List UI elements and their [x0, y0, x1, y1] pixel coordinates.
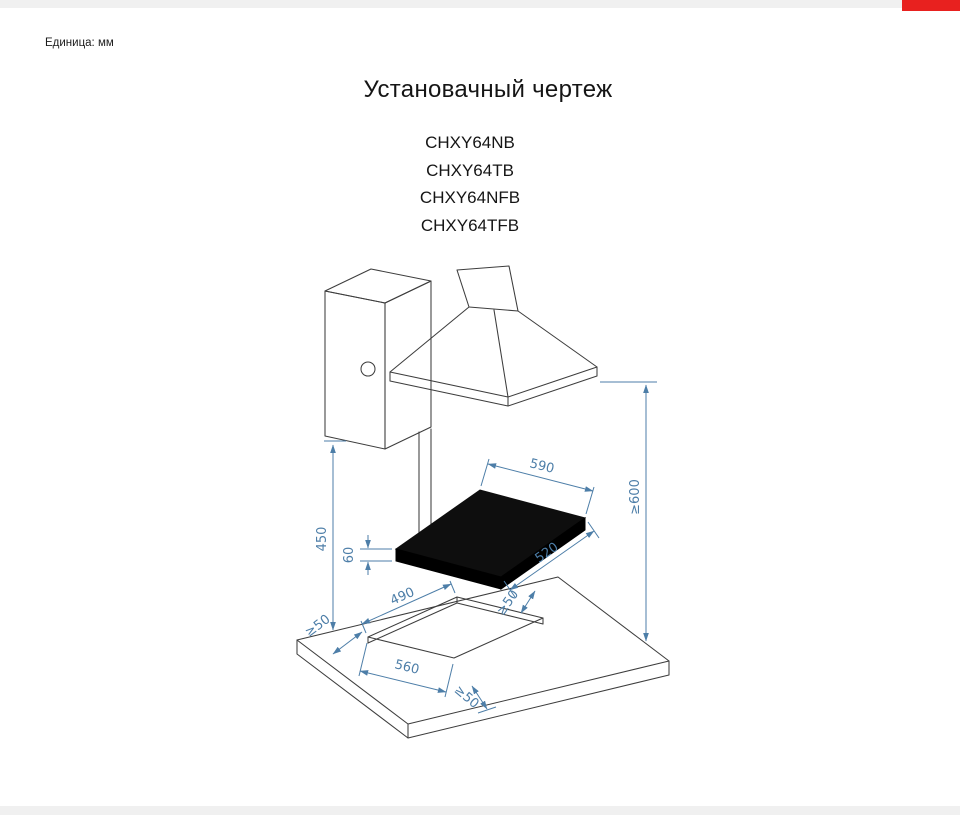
dim-60-label: 60 — [342, 547, 357, 564]
cabinet-knob — [360, 361, 376, 377]
dim-extension-line — [587, 521, 600, 539]
dim-line — [359, 670, 447, 693]
wall-lines — [418, 428, 432, 547]
dim-450-label: 450 — [315, 527, 330, 552]
dim-line — [361, 583, 452, 625]
dim-line — [487, 463, 594, 492]
dim-600: ≥600 — [600, 381, 657, 642]
model-name: CHXY64NFB — [419, 188, 521, 207]
dim-50-front: ≥50 — [451, 683, 497, 714]
dim-line — [509, 530, 595, 591]
hood-left-slope — [389, 306, 470, 373]
dim-50-left: ≥50 — [302, 612, 363, 655]
dim-590: 590 — [480, 456, 595, 515]
cabinet-top-face — [324, 268, 432, 304]
dim-line — [471, 685, 488, 710]
cabinet-side-face — [384, 280, 432, 450]
dim-490-label: 490 — [388, 585, 417, 609]
model-name: CHXY64TFB — [420, 215, 520, 235]
dim-extension-line — [449, 580, 456, 594]
cooker-hood — [389, 265, 598, 407]
dim-450: 450 — [315, 440, 346, 631]
dim-extension-line — [503, 580, 516, 598]
red-corner-mark — [902, 0, 960, 11]
dim-60: 60 — [342, 535, 392, 575]
hood-front-slope — [493, 309, 509, 398]
dim-50-rear: ≥50 — [494, 587, 536, 619]
hood-rim — [389, 366, 598, 398]
dim-line — [332, 631, 363, 655]
model-name: CHXY64TB — [426, 160, 514, 180]
dim-590-label: 590 — [528, 456, 556, 477]
countertop-surface — [296, 576, 670, 725]
unit-label: Единица: мм — [45, 37, 114, 49]
dim-490: 490 — [360, 580, 456, 634]
hood-skirt — [389, 366, 598, 407]
hob — [394, 489, 587, 590]
countertop-thickness — [296, 639, 670, 739]
model-list: CHXY64NB CHXY64TB CHXY64NFB CHXY64TFB — [0, 129, 940, 239]
wall-cabinet — [324, 268, 432, 450]
page-top-edge — [0, 0, 960, 8]
dim-600-label: ≥600 — [628, 479, 643, 515]
dim-extension-line — [477, 706, 497, 714]
dim-line — [520, 590, 536, 614]
cutout-inner-edge — [367, 596, 544, 644]
cabinet-front-face — [324, 290, 386, 450]
model-name: CHXY64NB — [425, 133, 515, 152]
dim-560: 560 — [358, 642, 454, 698]
dim-extension-line — [480, 458, 490, 487]
dim-50-left-label: ≥50 — [302, 612, 333, 640]
page-title: Установачный чертеж — [363, 76, 613, 103]
dim-560-label: 560 — [393, 657, 421, 678]
hood-right-slope — [517, 310, 598, 368]
countertop — [296, 576, 670, 739]
page-bottom-edge — [0, 806, 960, 815]
hood-chimney — [456, 265, 519, 312]
dim-50-rear-label: ≥50 — [494, 587, 522, 618]
